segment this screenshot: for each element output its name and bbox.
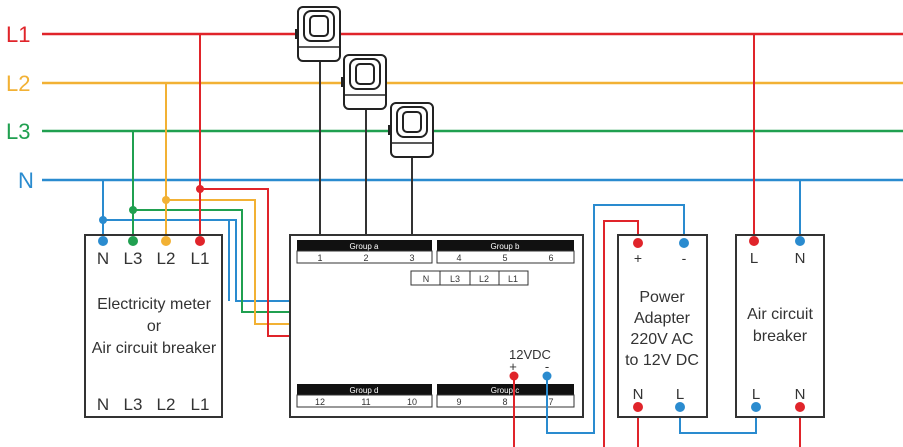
ac-wires (637, 34, 801, 447)
dc-minus-terminal (542, 371, 552, 381)
meter-bottom-term-n: N (97, 395, 109, 414)
term-10: 10 (407, 397, 417, 407)
junction-dots (99, 185, 204, 224)
adapter-bottom-n: N (633, 386, 644, 403)
adapter-title-2: Adapter (634, 310, 691, 327)
breaker-top-n: N (795, 250, 806, 267)
label-n: N (18, 168, 34, 193)
meter-title-2: or (147, 318, 162, 335)
term-9: 9 (456, 397, 461, 407)
term-12: 12 (315, 397, 325, 407)
supply-minus: - (545, 359, 549, 374)
meter-bottom-term-l1: L1 (191, 395, 210, 414)
meter-title-1: Electricity meter (97, 296, 211, 313)
adapter-title-1: Power (639, 289, 685, 306)
supply-plus: + (509, 359, 517, 374)
label-l1: L1 (6, 22, 30, 47)
term-11: 11 (361, 397, 370, 407)
breaker-box: L N Air circuit breaker L N (735, 234, 825, 418)
breaker-top-l: L (750, 250, 758, 267)
volt-term-l1: L1 (508, 274, 518, 284)
supply-label: 12VDC (509, 347, 551, 362)
term-7: 7 (548, 397, 553, 407)
meter-bottom-term-l2: L2 (157, 395, 176, 414)
volt-term-l3: L3 (450, 274, 460, 284)
group-d-label: Group d (350, 386, 379, 395)
breaker-title-2: breaker (753, 328, 808, 345)
meter-top-term-n: N (97, 249, 109, 268)
dc-wires (513, 204, 685, 447)
term-4: 4 (456, 253, 461, 263)
label-l2: L2 (6, 71, 30, 96)
label-l3: L3 (6, 119, 30, 144)
term-5: 5 (502, 253, 507, 263)
meter-top-term-l3: L3 (124, 249, 143, 268)
term-2: 2 (363, 253, 368, 263)
ct-wires (319, 60, 413, 236)
adapter-title-3: 220V AC (630, 331, 693, 348)
ct-clamp-icon-b (341, 54, 387, 110)
adapter-bottom-l: L (676, 386, 684, 403)
term-8: 8 (502, 397, 507, 407)
group-a-label: Group a (350, 242, 379, 251)
meter-top-term-l2: L2 (157, 249, 176, 268)
breaker-bottom-l: L (752, 386, 760, 403)
meter-box: N L3 L2 L1 Electricity meter or Air circ… (84, 234, 223, 418)
term-6: 6 (548, 253, 553, 263)
meter-top-term-l1: L1 (191, 249, 210, 268)
bus-lines: L1 L2 L3 N (6, 22, 903, 193)
ct-clamp-icon-a (295, 6, 341, 62)
adapter-title-4: to 12V DC (625, 352, 699, 369)
breaker-title-1: Air circuit (747, 306, 813, 323)
adapter-top-plus: + (634, 250, 642, 266)
breaker-bottom-n: N (795, 386, 806, 403)
adapter-top-minus: - (682, 250, 687, 266)
volt-term-n: N (423, 274, 430, 284)
meter-bottom-term-l3: L3 (124, 395, 143, 414)
monitor-box: Group a Group b 1 2 3 4 5 6 N L3 L2 L1 1… (289, 234, 584, 418)
term-1: 1 (317, 253, 322, 263)
term-3: 3 (409, 253, 414, 263)
adapter-box: + - Power Adapter 220V AC to 12V DC N L (617, 234, 708, 418)
meter-title-3: Air circuit breaker (92, 340, 217, 357)
volt-term-l2: L2 (479, 274, 489, 284)
ct-clamp-icon-c (388, 102, 434, 158)
group-c-label: Group c (491, 386, 519, 395)
dc-plus-terminal (509, 371, 519, 381)
group-b-label: Group b (491, 242, 520, 251)
